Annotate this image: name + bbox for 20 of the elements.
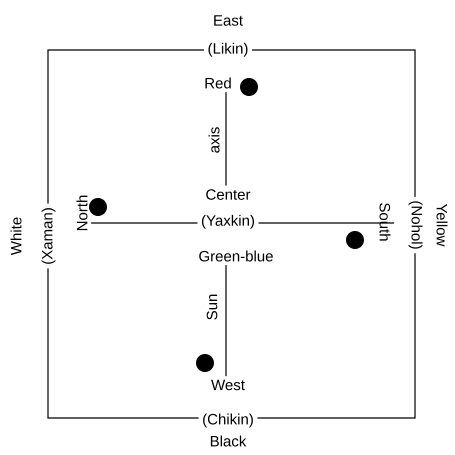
line: [225, 92, 227, 186]
line: [225, 265, 227, 376]
line: [91, 222, 198, 224]
edge-label: Sun: [206, 294, 218, 320]
direction-label: West: [211, 380, 245, 390]
line: [47, 268, 199, 419]
direction-label: Center (Yaxkin): [202, 189, 254, 229]
edge-label: axis: [208, 127, 220, 153]
line: [257, 253, 416, 419]
direction-label: South: [380, 203, 390, 241]
line: [258, 222, 394, 224]
line: [47, 49, 204, 204]
direction-label: North: [76, 196, 88, 230]
direction-label: East (Likin): [208, 15, 248, 57]
direction-label: Red: [205, 78, 231, 88]
direction-label: Yellow (Nohol): [408, 201, 448, 249]
line: [252, 49, 416, 197]
direction-label: Green-blue: [199, 250, 273, 262]
direction-label: White (Xaman): [10, 208, 56, 264]
direction-label: (Chikin) Black: [203, 414, 253, 446]
